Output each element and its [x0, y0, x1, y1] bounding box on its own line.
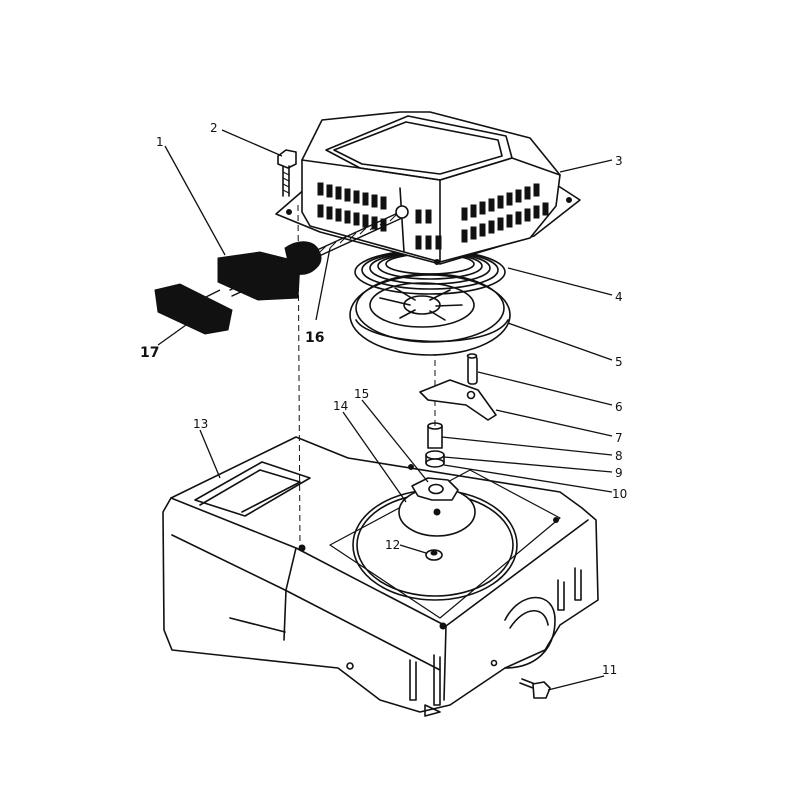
- callout-7: 7: [615, 431, 623, 445]
- retainer-washer: [411, 477, 459, 501]
- pawl-pin: [466, 353, 478, 385]
- callout-labels: 1 2 3 4 5 6 7 8 9 10 11 12 13 14 15 16 1…: [140, 121, 627, 677]
- callout-1: 1: [156, 135, 164, 149]
- callout-16: 16: [305, 330, 324, 346]
- callout-14: 14: [333, 399, 348, 413]
- callout-10: 10: [612, 487, 627, 501]
- starter-handle: [217, 241, 322, 301]
- callout-12: 12: [385, 538, 400, 552]
- callout-5: 5: [615, 355, 623, 369]
- vent-slots: [317, 182, 549, 250]
- handle-grip: [154, 283, 233, 335]
- center-screw: [425, 549, 443, 561]
- callout-8: 8: [615, 449, 623, 463]
- pulley: [349, 273, 511, 356]
- engine-shroud: [162, 436, 599, 717]
- callout-15: 15: [354, 387, 369, 401]
- pawl: [419, 379, 497, 421]
- callout-13: 13: [193, 417, 208, 431]
- callout-2: 2: [210, 121, 218, 135]
- callout-3: 3: [615, 154, 623, 168]
- callout-9: 9: [615, 466, 623, 480]
- callout-17: 17: [140, 345, 159, 361]
- callout-6: 6: [615, 400, 623, 414]
- starter-housing: [275, 111, 581, 265]
- mounting-screw: [519, 678, 551, 699]
- leader-lines: [157, 129, 613, 691]
- callout-4: 4: [615, 290, 623, 304]
- housing-bolt: [277, 149, 301, 549]
- callout-11: 11: [602, 663, 617, 677]
